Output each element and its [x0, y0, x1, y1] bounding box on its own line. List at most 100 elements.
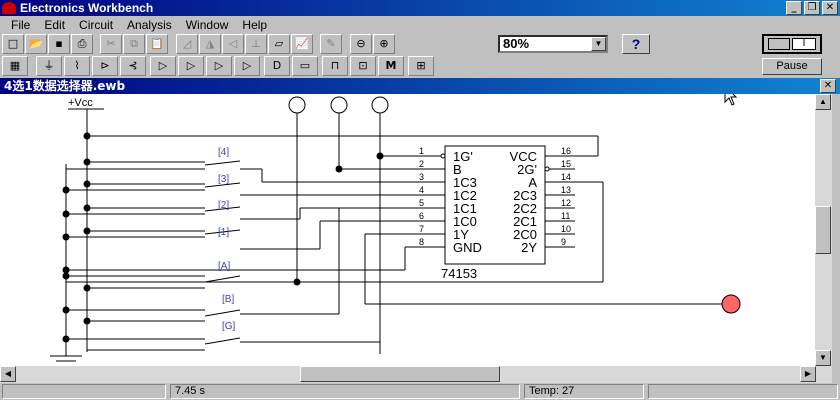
junction-dots [62, 132, 384, 343]
chevron-down-icon[interactable]: ▼ [591, 37, 606, 51]
scroll-down-icon[interactable]: ▼ [815, 350, 831, 366]
indicators-icon[interactable]: ▭ [292, 56, 318, 76]
digital-icon[interactable]: D [264, 56, 290, 76]
help-button[interactable]: ? [622, 34, 650, 54]
sources-icon[interactable]: ⏚ [36, 56, 62, 76]
pin-name-5: 1C1 [453, 201, 477, 216]
basic-icon[interactable]: ⌇ [64, 56, 90, 76]
schematic-svg: +Vcc 74153 1G' B 1C3 1C2 1C1 1C0 1Y GND … [50, 84, 741, 362]
horizontal-scrollbar[interactable]: ◀ ▶ [0, 366, 832, 383]
close-icon[interactable]: ✕ [820, 79, 836, 93]
logic-gates-icon[interactable]: ▷ [234, 56, 260, 76]
pin-name-15: 2G' [517, 162, 537, 177]
pin-num-10: 10 [561, 224, 571, 234]
chip-name: 74153 [441, 266, 477, 281]
main-toolbar: □ 📂 ▪ ⎙ ✂ ⧉ 📋 ◿ ◮ ◁ ⊥ ▱ 📈 ✎ ⊖ ⊕ [0, 33, 840, 55]
pin-num-5: 5 [419, 198, 424, 208]
scroll-right-icon[interactable]: ▶ [800, 366, 816, 382]
graph-icon[interactable]: 📈 [291, 34, 313, 54]
pin-num-7: 7 [419, 224, 424, 234]
pin-name-16: VCC [510, 149, 537, 164]
menu-help[interactable]: Help [242, 17, 268, 32]
digital-ics-icon[interactable]: ▷ [206, 56, 232, 76]
open-icon[interactable]: 📂 [25, 34, 47, 54]
pin-name-6: 1C0 [453, 214, 477, 229]
save-icon[interactable]: ▪ [48, 34, 70, 54]
pin-num-8: 8 [419, 237, 424, 247]
circuit-canvas[interactable]: +Vcc 74153 1G' B 1C3 1C2 1C1 1C0 1Y GND … [0, 84, 815, 366]
pin-name-1: 1G' [453, 149, 473, 164]
minimize-icon[interactable]: _ [786, 1, 802, 15]
menu-bar: File Edit Circuit Analysis Window Help [0, 16, 840, 33]
document-titlebar: 4选1数据选择器.ewb ✕ [0, 78, 840, 94]
paste-icon[interactable]: 📋 [146, 34, 168, 54]
new-icon[interactable]: □ [2, 34, 24, 54]
switch-key-3: [3] [218, 174, 229, 185]
rotate-icon[interactable]: ◿ [176, 34, 198, 54]
switch-key-b: [B] [222, 294, 234, 305]
flip-horizontal-icon[interactable]: ◮ [199, 34, 221, 54]
menu-file[interactable]: File [11, 17, 31, 32]
power-switch[interactable]: I [762, 34, 822, 54]
chip-right-pin-numbers: 16 15 14 13 12 11 10 9 [561, 146, 571, 247]
print-icon[interactable]: ⎙ [71, 34, 93, 54]
favorites-icon[interactable]: ▦ [2, 56, 28, 76]
pin-name-7: 1Y [453, 227, 469, 242]
power-off-segment [768, 38, 790, 50]
close-icon[interactable]: ✕ [822, 1, 838, 15]
pin-num-14: 14 [561, 172, 571, 182]
restore-icon[interactable]: ❐ [804, 1, 820, 15]
pin-num-12: 12 [561, 198, 571, 208]
pin-num-11: 11 [561, 211, 570, 221]
menu-window[interactable]: Window [185, 17, 229, 32]
flip-vertical-icon[interactable]: ◁ [222, 34, 244, 54]
status-temp: Temp: 27 [524, 384, 644, 399]
instruments-bin-icon[interactable]: ⊞ [408, 56, 434, 76]
pin-name-9: 2Y [521, 240, 537, 255]
pin-num-15: 15 [561, 159, 571, 169]
vcc-label: +Vcc [68, 97, 93, 109]
pause-button[interactable]: Pause [762, 58, 822, 75]
status-panel-extra [648, 384, 838, 399]
menu-edit[interactable]: Edit [44, 17, 66, 32]
mouse-cursor-icon [724, 84, 738, 106]
pin-name-8: GND [453, 240, 482, 255]
pin-num-4: 4 [419, 185, 424, 195]
output-led[interactable] [721, 294, 741, 314]
vertical-scrollbar[interactable]: ▲ ▼ [815, 94, 832, 366]
power-on-segment: I [792, 38, 816, 50]
create-subcircuit-icon[interactable]: ▱ [268, 34, 290, 54]
probe-a [288, 96, 306, 114]
pin-num-3: 3 [419, 172, 424, 182]
chip-right-pin-names: VCC 2G' A 2C3 2C2 2C1 2C0 2Y [510, 149, 538, 255]
pin-name-3: 1C3 [453, 175, 477, 190]
diodes-icon[interactable]: ⊳ [92, 56, 118, 76]
zoom-out-icon[interactable]: ⊖ [350, 34, 372, 54]
instruments-icon[interactable]: ✎ [320, 34, 342, 54]
component-properties-icon[interactable]: ⊥ [245, 34, 267, 54]
transistors-icon[interactable]: ⊰ [120, 56, 146, 76]
miscellaneous-icon[interactable]: ⊡ [350, 56, 376, 76]
mixed-m-icon[interactable]: M [378, 56, 404, 76]
zoom-select[interactable]: 80% ▼ [498, 35, 608, 53]
controls-icon[interactable]: ⊓ [322, 56, 348, 76]
cut-icon[interactable]: ✂ [100, 34, 122, 54]
zoom-in-icon[interactable]: ⊕ [373, 34, 395, 54]
mixed-ics-icon[interactable]: ▷ [178, 56, 204, 76]
probe-b [330, 96, 348, 114]
status-bar: 7.45 s Temp: 27 [0, 383, 840, 400]
menu-circuit[interactable]: Circuit [79, 17, 114, 32]
vertical-scroll-thumb[interactable] [815, 206, 831, 254]
document-title: 4选1数据选择器.ewb [4, 79, 126, 93]
scroll-up-icon[interactable]: ▲ [815, 94, 831, 110]
horizontal-scroll-thumb[interactable] [300, 366, 500, 382]
scroll-left-icon[interactable]: ◀ [0, 366, 16, 382]
analog-ics-icon[interactable]: ▷ [150, 56, 176, 76]
copy-icon[interactable]: ⧉ [123, 34, 145, 54]
parts-toolbar: ▦ ⏚ ⌇ ⊳ ⊰ ▷ ▷ ▷ ▷ D ▭ ⊓ ⊡ M ⊞ [0, 55, 840, 77]
pin-num-16: 16 [561, 146, 571, 156]
menu-analysis[interactable]: Analysis [127, 17, 172, 32]
window-titlebar: Electronics Workbench _ ❐ ✕ [0, 0, 840, 16]
chip-left-pin-names: 1G' B 1C3 1C2 1C1 1C0 1Y GND [453, 149, 482, 255]
switch-key-g: [G] [222, 321, 236, 332]
